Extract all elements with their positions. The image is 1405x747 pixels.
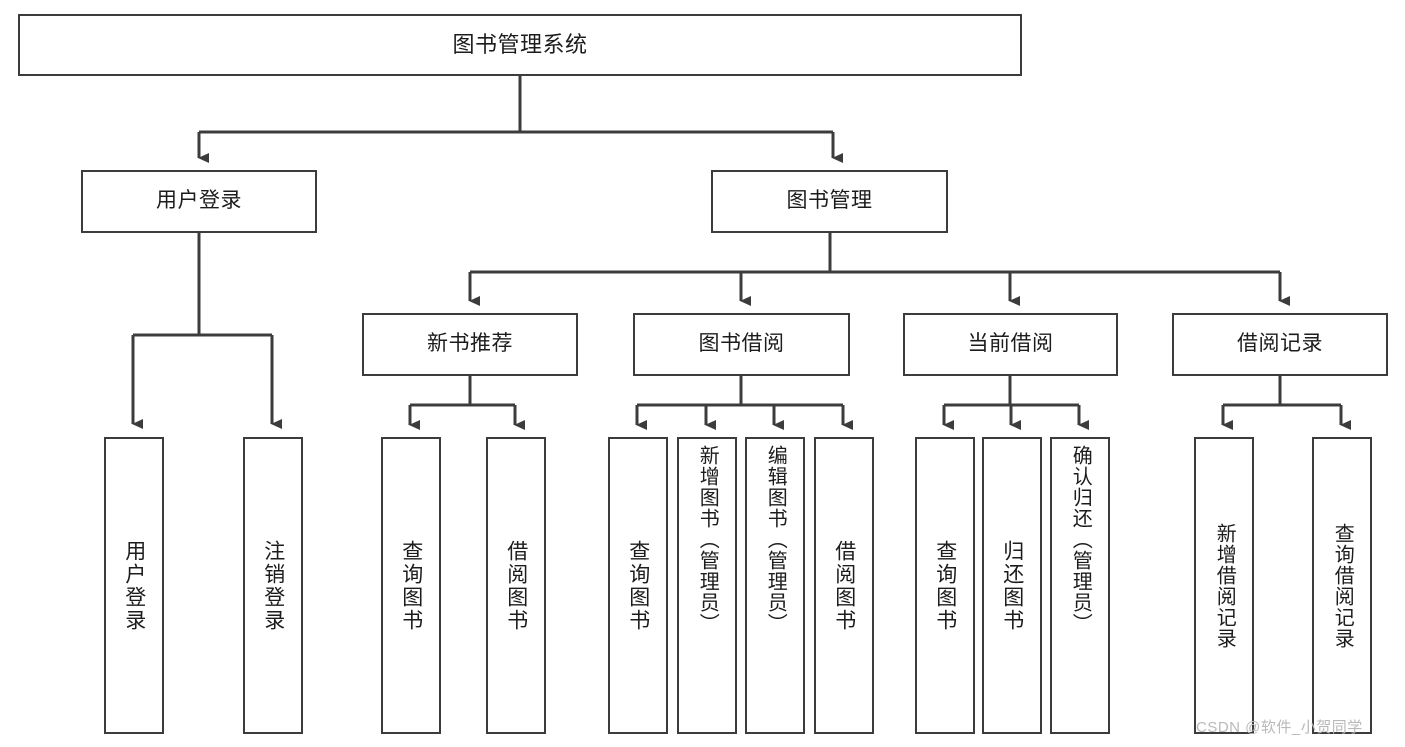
node-book-borrow[interactable]: 图书借阅 — [633, 313, 850, 376]
node-label: 当前借阅 — [967, 332, 1054, 356]
leaf-label: 查询借阅记录 — [1331, 522, 1354, 649]
node-label: 图书管理系统 — [452, 32, 588, 58]
leaf-label: 新增图书（管理员） — [696, 445, 719, 634]
node-label: 图书借阅 — [698, 332, 785, 356]
leaf-label: 归还图书 — [1000, 539, 1024, 632]
leaf-user-login[interactable]: 用户登录 — [104, 437, 164, 734]
leaf-label: 确认归还（管理员） — [1069, 445, 1092, 634]
node-label: 借阅记录 — [1237, 332, 1323, 356]
leaf-current-return-books[interactable]: 归还图书 — [982, 437, 1042, 734]
node-root-system[interactable]: 图书管理系统 — [18, 14, 1022, 76]
leaf-current-confirm-return-admin[interactable]: 确认归还（管理员） — [1050, 437, 1110, 734]
leaf-label: 查询图书 — [399, 539, 423, 632]
node-new-book-recommend[interactable]: 新书推荐 — [362, 313, 578, 376]
leaf-label: 借阅图书 — [504, 539, 528, 632]
leaf-borrow-query-books[interactable]: 查询图书 — [608, 437, 668, 734]
leaf-record-query-record[interactable]: 查询借阅记录 — [1312, 437, 1372, 734]
leaf-label: 借阅图书 — [832, 539, 856, 632]
watermark-text: CSDN @软件_小贺同学 — [1196, 719, 1363, 736]
node-book-management[interactable]: 图书管理 — [711, 170, 948, 233]
leaf-borrow-borrow-books[interactable]: 借阅图书 — [814, 437, 874, 734]
leaf-logout-login[interactable]: 注销登录 — [243, 437, 303, 734]
leaf-label: 查询图书 — [933, 539, 957, 632]
leaf-borrow-add-book-admin[interactable]: 新增图书（管理员） — [677, 437, 737, 734]
leaf-label: 编辑图书（管理员） — [764, 445, 787, 634]
leaf-label: 新增借阅记录 — [1213, 522, 1236, 649]
node-label: 用户登录 — [156, 189, 242, 213]
leaf-label: 注销登录 — [261, 539, 285, 632]
leaf-label: 查询图书 — [626, 539, 650, 632]
leaf-newbook-query-books[interactable]: 查询图书 — [381, 437, 441, 734]
leaf-newbook-borrow-books[interactable]: 借阅图书 — [486, 437, 546, 734]
leaf-borrow-edit-book-admin[interactable]: 编辑图书（管理员） — [745, 437, 805, 734]
node-current-borrow[interactable]: 当前借阅 — [903, 313, 1118, 376]
leaf-current-query-books[interactable]: 查询图书 — [915, 437, 975, 734]
node-label: 新书推荐 — [427, 332, 513, 356]
node-borrow-record[interactable]: 借阅记录 — [1172, 313, 1388, 376]
leaf-label: 用户登录 — [122, 539, 146, 632]
node-label: 图书管理 — [786, 189, 873, 213]
node-user-login[interactable]: 用户登录 — [81, 170, 317, 233]
leaf-record-add-record[interactable]: 新增借阅记录 — [1194, 437, 1254, 734]
